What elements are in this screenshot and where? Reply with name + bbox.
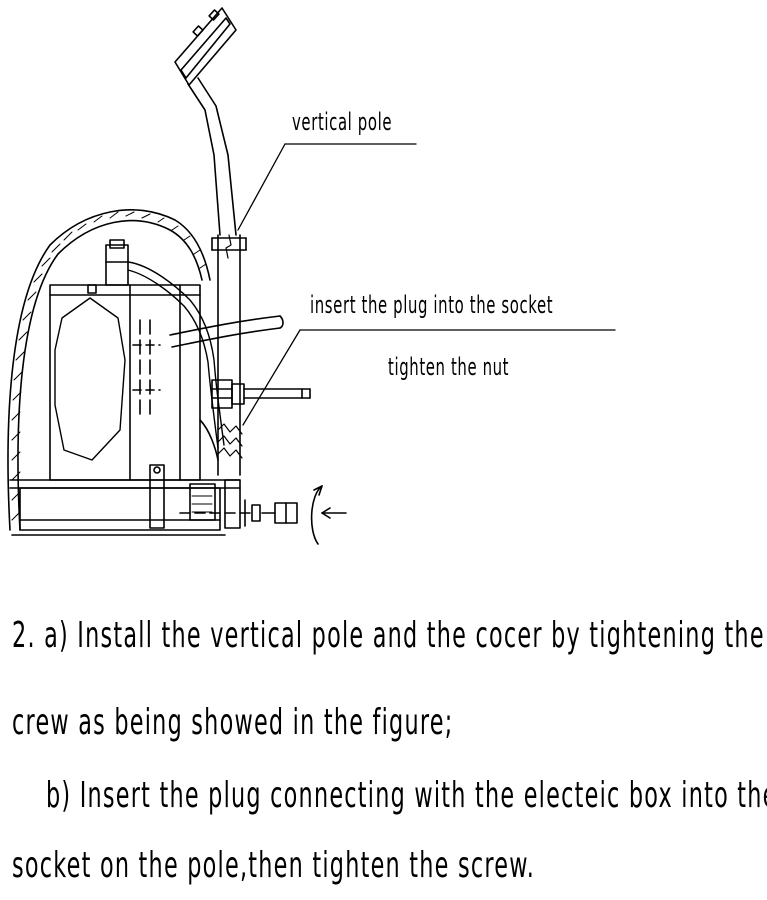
- tighten-arrow-icon: [310, 485, 347, 545]
- label-vertical-pole: vertical pole: [292, 108, 393, 136]
- instruction-line-2: crew as being showed in the figure;: [12, 702, 454, 743]
- vertical-pole: [174, 7, 247, 476]
- motor-housing: [49, 239, 201, 481]
- base-plate: [9, 464, 241, 536]
- leader-lines: [237, 143, 616, 426]
- instruction-line-4: socket on the pole,then tighten the scre…: [12, 845, 536, 886]
- cable: [127, 261, 284, 449]
- cover: [7, 209, 211, 531]
- screw: [179, 499, 298, 527]
- instruction-line-3: b) Insert the plug connecting with the e…: [46, 775, 767, 816]
- instruction-line-1: 2. a) Install the vertical pole and the …: [12, 615, 765, 656]
- label-tighten-nut: tighten the nut: [388, 353, 510, 381]
- label-insert-plug: insert the plug into the socket: [310, 291, 554, 319]
- socket: [199, 419, 243, 461]
- nut: [211, 379, 311, 409]
- assembly-diagram: [7, 7, 616, 545]
